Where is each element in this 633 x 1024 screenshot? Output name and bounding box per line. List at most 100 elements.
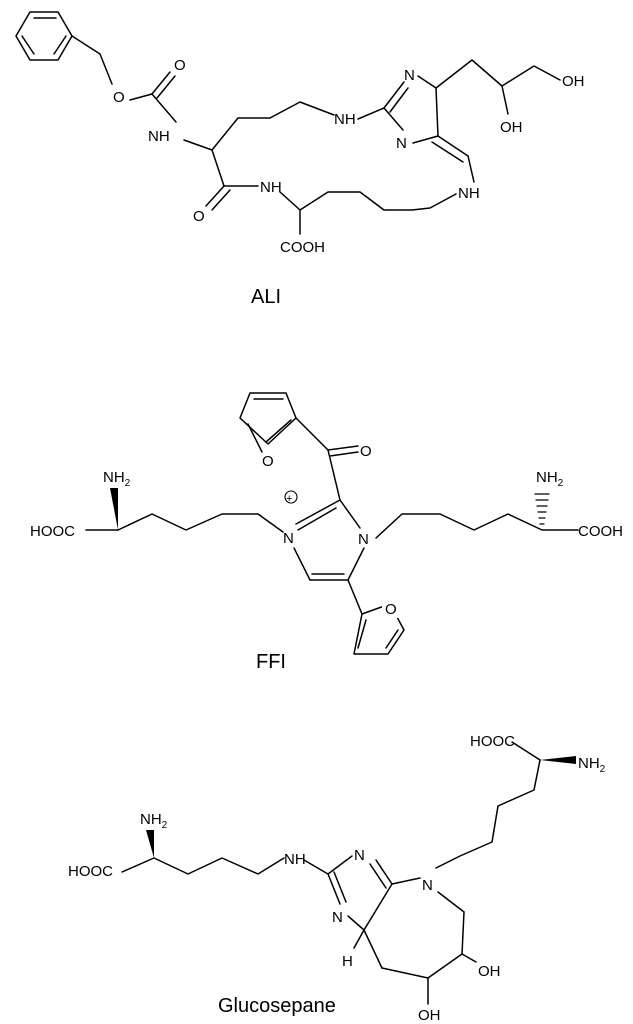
atom-n-plus: N — [283, 530, 294, 547]
bond — [211, 149, 225, 187]
bond — [357, 107, 385, 120]
bond — [211, 189, 231, 211]
bond — [211, 101, 335, 151]
atom-nh2: NH2 — [536, 469, 564, 489]
bond — [437, 135, 469, 157]
structure-ffi: O O N + N O NH2 HOOC — [30, 392, 623, 673]
atom-o-ester: O — [113, 89, 125, 106]
atom-hooc: HOOC — [68, 863, 113, 880]
bond — [205, 185, 225, 207]
bond — [299, 191, 457, 211]
bond — [339, 499, 361, 529]
bond — [53, 35, 67, 55]
bond — [383, 81, 405, 109]
structure-glucosepane: HOOC NH2 N OH OH N N H NH NH2 — [68, 733, 606, 1024]
bond — [156, 75, 176, 99]
hashed-wedge-bond — [534, 493, 550, 525]
charge-sign: + — [286, 493, 292, 505]
atom-n: N — [332, 909, 343, 926]
bond — [347, 579, 363, 615]
bond — [297, 507, 337, 531]
bond — [467, 155, 475, 183]
bond — [329, 451, 359, 457]
atom-nh: NH — [284, 851, 306, 868]
atom-h: H — [342, 953, 353, 970]
bond — [151, 71, 171, 95]
bond — [427, 953, 463, 979]
bond — [327, 855, 353, 875]
bond — [151, 93, 177, 123]
wedge-bond — [110, 488, 118, 530]
atom-n: N — [358, 531, 369, 548]
atom-o-carbonyl: O — [174, 57, 186, 74]
atom-o-furan: O — [385, 601, 397, 618]
bond — [375, 513, 579, 539]
atom-cooh: COOH — [578, 523, 623, 540]
atom-nh2: NH2 — [140, 811, 168, 831]
atom-nh: NH — [148, 128, 170, 145]
label-bg — [259, 450, 277, 468]
wedge-bond — [540, 756, 576, 764]
bond — [247, 423, 263, 453]
bond — [303, 859, 329, 875]
atom-o-ketone: O — [360, 443, 372, 460]
atom-n: N — [396, 135, 407, 152]
bond — [381, 967, 429, 979]
bond — [293, 547, 311, 581]
bond — [417, 75, 437, 89]
bond — [183, 139, 213, 151]
bond — [295, 417, 329, 451]
atom-nh2: NH2 — [578, 755, 606, 775]
wedge-bond — [146, 830, 154, 858]
positive-charge — [284, 490, 298, 504]
atom-oh: OH — [562, 73, 585, 90]
atom-hooc: HOOC — [470, 733, 515, 750]
bond — [511, 741, 541, 761]
atom-n: N — [404, 67, 415, 84]
bond — [21, 35, 35, 55]
bond — [435, 59, 561, 89]
bond — [333, 871, 347, 903]
bond — [265, 419, 292, 443]
bond — [327, 873, 341, 905]
bond — [435, 87, 439, 137]
bond — [363, 883, 393, 931]
atom-nh: NH — [260, 179, 282, 196]
bond — [71, 35, 113, 85]
bond — [347, 915, 365, 931]
compound-name-glucosepane: Glucosepane — [218, 995, 336, 1017]
bond — [461, 953, 477, 963]
compound-name-ali: ALI — [251, 286, 281, 308]
bond — [295, 499, 341, 525]
bond — [431, 141, 464, 163]
bond — [129, 93, 153, 101]
bond — [385, 629, 399, 649]
bond — [117, 513, 284, 533]
atom-nh: NH — [334, 111, 356, 128]
atom-o-carbonyl: O — [193, 208, 205, 225]
label-bg — [382, 600, 400, 618]
bond — [347, 547, 365, 581]
bond — [357, 619, 367, 649]
atom-oh: OH — [500, 119, 523, 136]
bond — [363, 929, 383, 969]
atom-n: N — [354, 847, 365, 864]
bond — [369, 863, 387, 889]
bond — [353, 929, 365, 949]
bond — [501, 85, 509, 115]
atom-nh: NH — [458, 185, 480, 202]
bond — [461, 911, 465, 955]
atom-nh2: NH2 — [103, 469, 131, 489]
benzene-ring — [15, 11, 73, 61]
bond — [412, 135, 439, 144]
bond — [437, 891, 465, 913]
structure-ali: O O NH NH N N NH OH OH O — [15, 11, 585, 308]
bond — [391, 877, 421, 885]
atom-o-furan: O — [262, 453, 274, 470]
atom-hooc: HOOC — [30, 523, 75, 540]
bond — [389, 87, 409, 113]
bond — [383, 107, 404, 131]
bond — [435, 759, 541, 869]
bond — [279, 191, 301, 211]
